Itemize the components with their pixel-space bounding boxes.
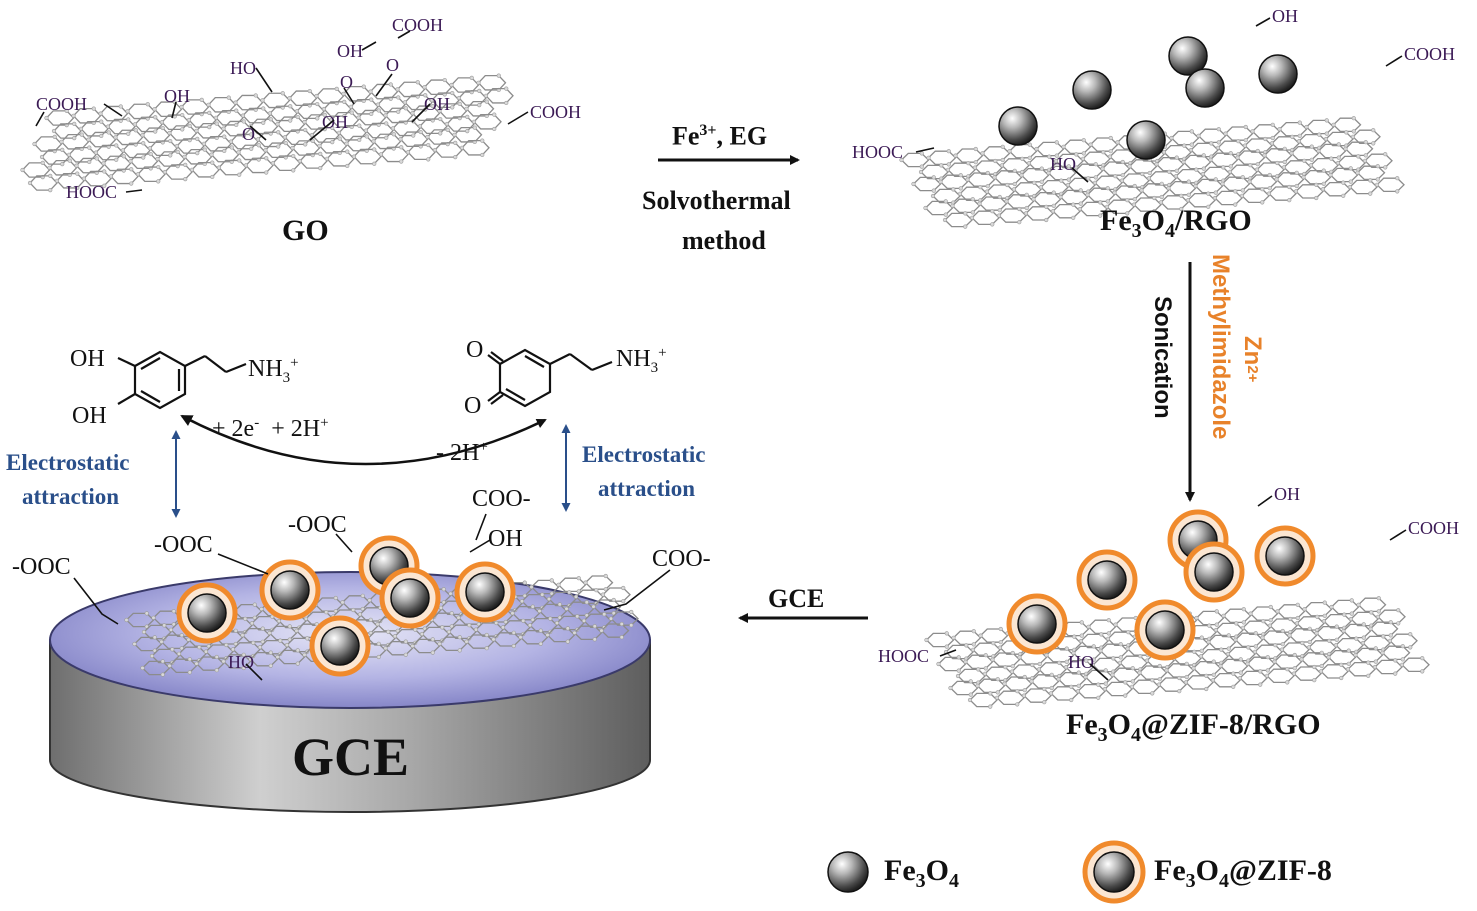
go-cooh-top: COOH: [392, 15, 443, 35]
gce-disk-label: GCE: [292, 727, 410, 787]
quinone-nh3: NH3+: [616, 345, 667, 376]
go-ho: HO: [230, 58, 256, 78]
particles: [176, 36, 1316, 904]
go-cooh-left: COOH: [36, 94, 87, 114]
zif-hooc: HOOC: [878, 646, 929, 666]
gce-ho: HO: [228, 652, 254, 672]
fe3o4-zif8-particle: [1076, 549, 1138, 611]
go-cooh-right: COOH: [530, 102, 581, 122]
zif-oh: OH: [1274, 484, 1300, 504]
dopamine-molecule: [117, 350, 247, 410]
reaction-forward: + 2e- + 2H+: [212, 415, 329, 442]
electrostatic-left-line2: attraction: [22, 484, 120, 509]
electrostatic-right-line2: attraction: [598, 476, 696, 501]
dopamine-nh3: NH3+: [248, 355, 299, 386]
go-groups: COOH OH HO O O COOH OH OH O OH COOH HOOC: [35, 15, 581, 202]
quinone-o-2: O: [464, 393, 482, 419]
quinone-o-1: O: [466, 337, 484, 363]
zif-cooh: COOH: [1408, 518, 1459, 538]
go-oh-mid: OH: [322, 112, 348, 132]
rgo-ho: HO: [1050, 154, 1076, 174]
gce-step-label: GCE: [768, 584, 825, 613]
methylimidazole-label: Methylimidazole: [1207, 254, 1234, 440]
fe3o4-particle: [1258, 54, 1298, 94]
reaction-backward: - 2H+: [436, 439, 488, 466]
fe3o4-particle: [1168, 36, 1208, 76]
fe3o4-zif8-particle: [379, 567, 441, 629]
go-hooc: HOOC: [66, 182, 117, 202]
sonication-label: Sonication: [1149, 296, 1176, 419]
go-o-2: O: [340, 72, 353, 92]
fe3o4-particle: [1185, 68, 1225, 108]
fe3o4-zif8-particle: [1134, 599, 1196, 661]
zif-ho: HO: [1068, 652, 1094, 672]
gce-coo-top: COO-: [472, 486, 531, 512]
fe3o4-zif8-particle: [176, 582, 238, 644]
method-label: method: [682, 226, 766, 255]
rgo-groups: OH COOH HOOC HO: [852, 6, 1455, 183]
go-o-1: O: [386, 55, 399, 75]
go-label: GO: [282, 214, 329, 247]
dopamine-oh-2: OH: [72, 403, 107, 429]
fe3o4-zif8-particle: [259, 559, 321, 621]
go-oh-top: OH: [337, 41, 363, 61]
fe3o4-particle: [1072, 70, 1112, 110]
gce-ooc-top: -OOC: [288, 512, 347, 538]
solvothermal-label: Solvothermal: [642, 186, 791, 215]
fe3o4-rgo-label: Fe3O4/RGO: [1100, 204, 1252, 242]
gce-ooc-left: -OOC: [12, 554, 71, 580]
fe3o4-zif8-particle: [309, 615, 371, 677]
legend-fe3o4-zif8-label: Fe3O4@ZIF-8: [1154, 854, 1332, 892]
arrow-redox: [180, 414, 547, 466]
fe3o4-zif8-particle: [1183, 541, 1245, 603]
zif-rgo-groups: OH COOH HOOC HO: [878, 484, 1459, 681]
fe3o4-zif-rgo-label: Fe3O4@ZIF-8/RGO: [1066, 708, 1321, 746]
fe3o4-zif8-particle: [1006, 593, 1068, 655]
fe3o4-particle: [998, 106, 1038, 146]
legend-fe3o4-label: Fe3O4: [884, 854, 959, 892]
gce-ooc-mid: -OOC: [154, 532, 213, 558]
electrostatic-left-line1: Electrostatic: [6, 450, 130, 475]
graphene-sheet-rgo: [899, 116, 1405, 229]
rgo-oh: OH: [1272, 6, 1298, 26]
gce-oh: OH: [488, 526, 523, 552]
gce-groups: -OOC -OOC -OOC COO- OH COO- HO: [12, 486, 711, 681]
dopamine-oh-1: OH: [70, 346, 105, 372]
graphene-sheet-go: [20, 73, 514, 193]
fe3o4-particle: [1126, 120, 1166, 160]
dopamine-quinone-molecule: [487, 348, 613, 408]
graphene-sheet-zif: [924, 596, 1430, 709]
electrostatic-right-line1: Electrostatic: [582, 442, 706, 467]
fe3o4-zif8-particle: [454, 561, 516, 623]
legend-fe3o4-icon: [827, 851, 869, 893]
legend-fe3o4-zif8-icon: [1082, 840, 1146, 904]
rgo-cooh: COOH: [1404, 44, 1455, 64]
gce-coo-right: COO-: [652, 546, 711, 572]
zn2-label: Zn2+: [1239, 336, 1266, 383]
rgo-hooc: HOOC: [852, 142, 903, 162]
go-o-3: O: [242, 124, 255, 144]
go-oh-right: OH: [424, 94, 450, 114]
fe3o4-zif8-particle: [1254, 525, 1316, 587]
reagent-fe3-eg: Fe3+, EG: [672, 121, 768, 151]
go-oh-left: OH: [164, 86, 190, 106]
